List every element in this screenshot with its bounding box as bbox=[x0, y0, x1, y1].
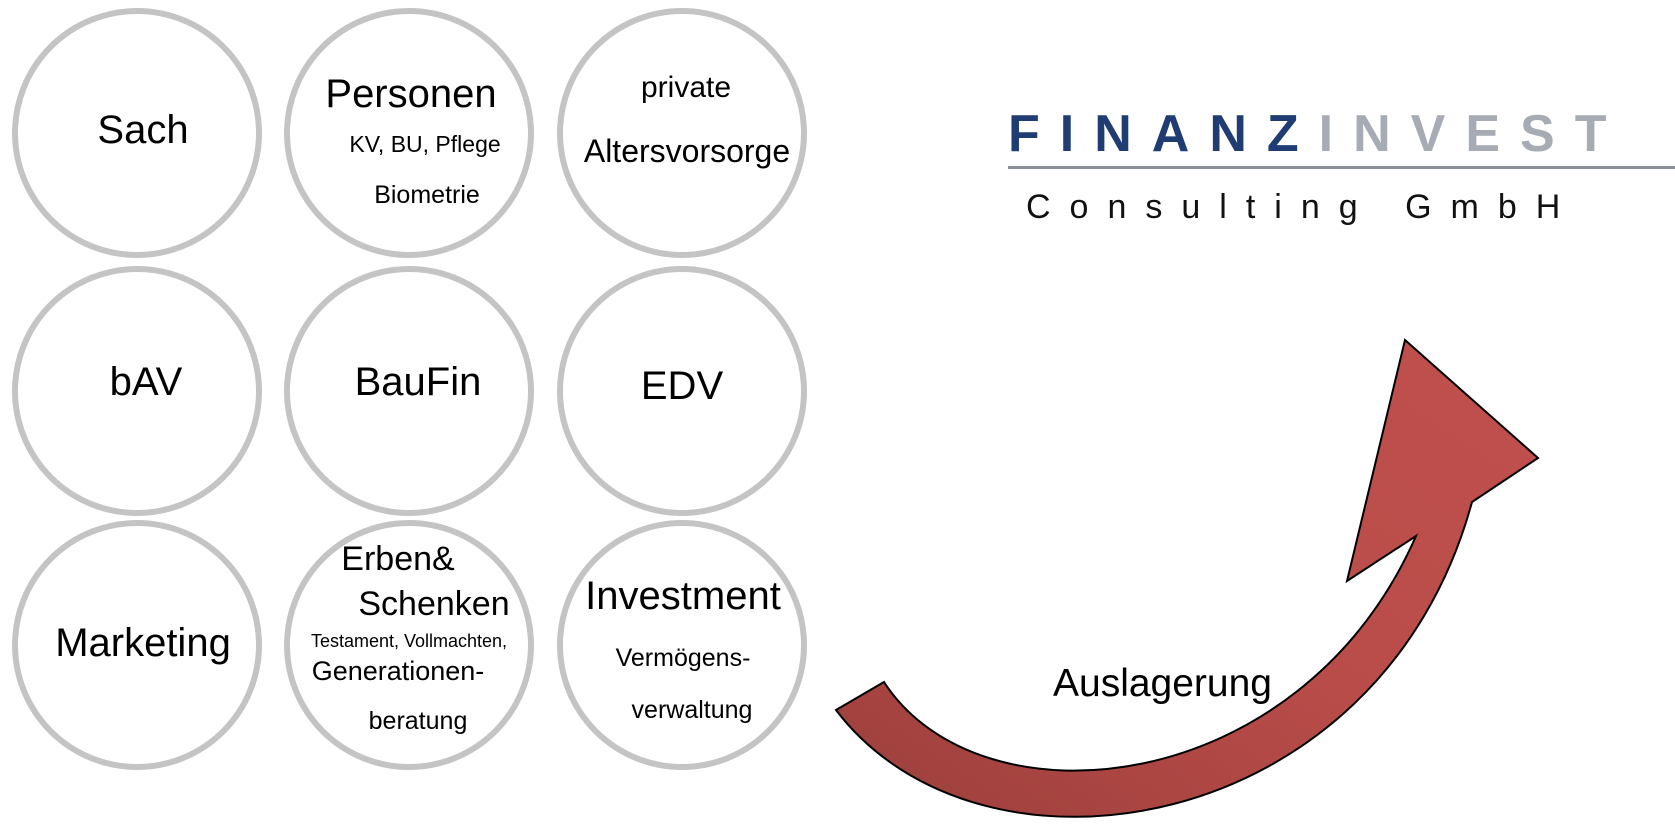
personen-label: Personen bbox=[325, 72, 497, 116]
logo-subtitle: Consulting GmbH bbox=[1026, 188, 1580, 226]
personen-sub-biometrie: Biometrie bbox=[374, 181, 480, 209]
altersvorsorge-line2: Altersvorsorge bbox=[583, 133, 791, 169]
investment-label: Investment bbox=[585, 574, 781, 618]
erben-line1: Erben& bbox=[341, 540, 455, 578]
auslagerung-label: Auslagerung bbox=[1053, 662, 1272, 705]
logo-invest: INVEST bbox=[1318, 105, 1627, 163]
circle-investment bbox=[557, 520, 807, 770]
circle-sach bbox=[12, 8, 262, 258]
personen-sub-kv: KV, BU, Pflege bbox=[349, 131, 501, 157]
arrow-shape bbox=[834, 338, 1540, 818]
logo-finanz: FINANZ bbox=[1008, 105, 1319, 163]
erben-sub-generationen: Generationen- bbox=[311, 656, 485, 686]
logo-divider bbox=[1008, 166, 1675, 169]
erben-line2: Schenken bbox=[358, 585, 510, 623]
logo-wordmark: FINANZINVEST bbox=[1008, 108, 1626, 160]
circle-marketing bbox=[12, 520, 262, 770]
erben-sub-testament: Testament, Vollmachten, bbox=[310, 631, 508, 651]
circle-personen bbox=[284, 8, 534, 258]
sach-label: Sach bbox=[97, 108, 189, 152]
circle-bav bbox=[12, 266, 262, 516]
circle-edv bbox=[557, 266, 807, 516]
altersvorsorge-line1: private bbox=[640, 71, 732, 104]
investment-sub-vermoegens: Vermögens- bbox=[615, 644, 751, 672]
baufin-label: BauFin bbox=[354, 360, 482, 404]
erben-sub-beratung: beratung bbox=[368, 707, 468, 735]
bav-label: bAV bbox=[109, 360, 183, 404]
circle-baufin bbox=[284, 266, 534, 516]
marketing-label: Marketing bbox=[55, 621, 231, 665]
edv-label: EDV bbox=[640, 364, 724, 408]
investment-sub-verwaltung: verwaltung bbox=[631, 696, 753, 724]
circle-erben-schenken bbox=[284, 520, 534, 770]
circle-altersvorsorge bbox=[557, 8, 807, 258]
